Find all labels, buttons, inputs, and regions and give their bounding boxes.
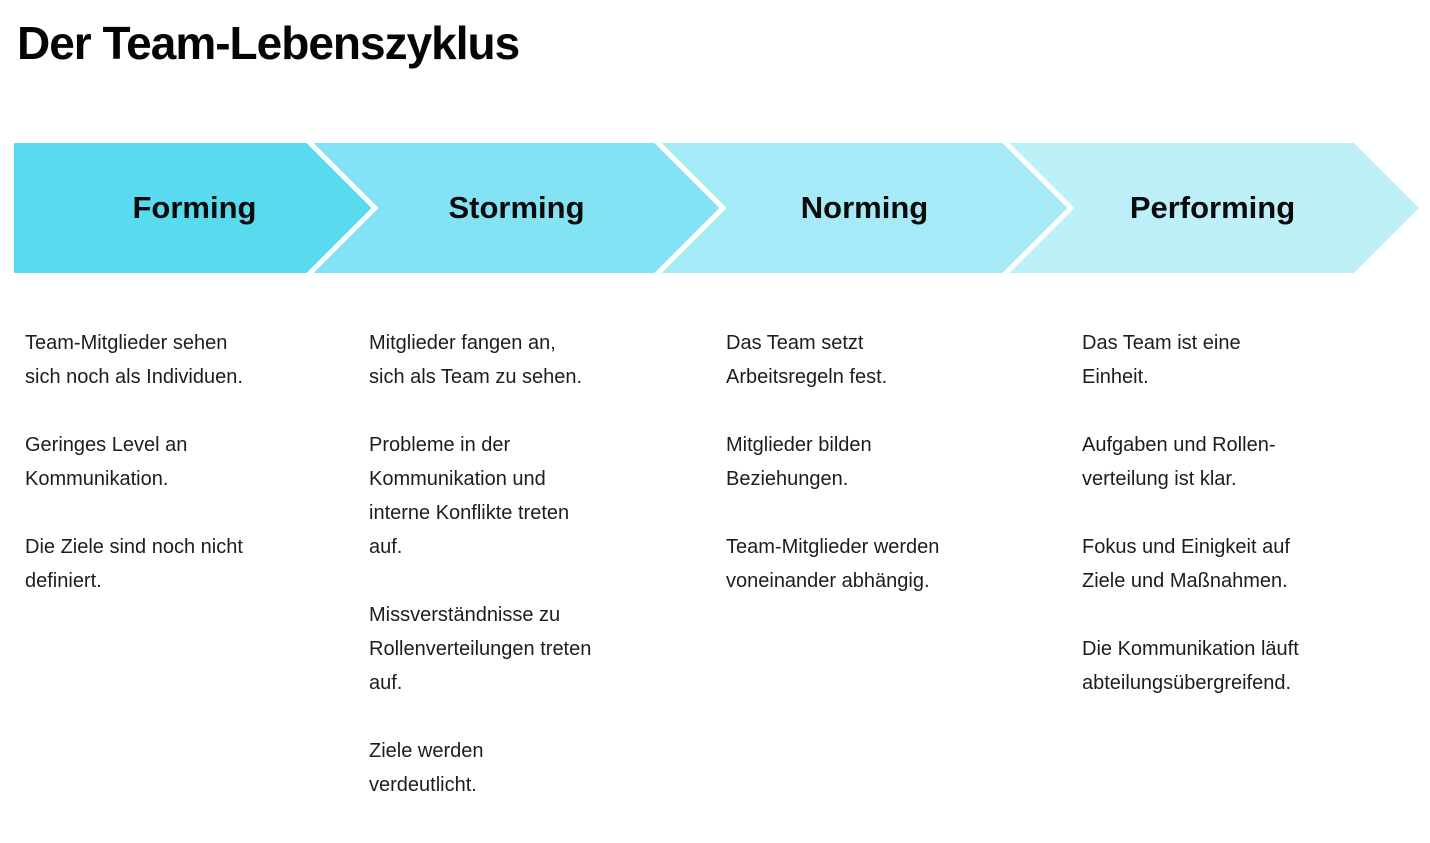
chevron-separator-1 (306, 143, 379, 273)
description-paragraph: Das Team ist eine Einheit. (1082, 332, 1241, 388)
phase-arrow-norming (658, 143, 1071, 273)
phase-description-forming: Team-Mitglieder sehen sich noch als Indi… (25, 326, 360, 632)
phase-description-storming: Mitglieder fangen an, sich als Team zu s… (369, 326, 704, 836)
phase-arrow-performing (1006, 143, 1419, 273)
phase-description-performing: Das Team ist eine Einheit. Aufgaben und … (1082, 326, 1417, 734)
description-paragraph: Das Team setzt Arbeitsregeln fest. (726, 332, 888, 388)
chevron-separator-2 (654, 143, 727, 273)
phase-arrow-storming (310, 143, 723, 273)
description-paragraph: Fokus und Einigkeit auf Ziele und Maßnah… (1082, 536, 1290, 592)
process-arrow-banner (14, 143, 1419, 273)
description-paragraph: Mitglieder bilden Beziehungen. (726, 434, 872, 490)
description-paragraph: Geringes Level an Kommunikation. (25, 434, 188, 490)
description-paragraph: Die Kommunikation läuft abteilungsübergr… (1082, 638, 1299, 694)
description-paragraph: Probleme in der Kommunikation und intern… (369, 434, 570, 558)
phase-arrow-forming (14, 143, 375, 273)
description-paragraph: Die Ziele sind noch nicht definiert. (25, 536, 243, 592)
description-paragraph: Aufgaben und Rollen- verteilung ist klar… (1082, 434, 1276, 490)
description-paragraph: Team-Mitglieder sehen sich noch als Indi… (25, 332, 243, 388)
description-paragraph: Missverständnisse zu Rollenverteilungen … (369, 604, 592, 694)
chevron-separator-3 (1002, 143, 1075, 273)
page-title: Der Team-Lebenszyklus (17, 17, 520, 69)
description-paragraph: Team-Mitglieder werden voneinander abhän… (726, 536, 940, 592)
description-paragraph: Ziele werden verdeutlicht. (369, 740, 484, 796)
description-paragraph: Mitglieder fangen an, sich als Team zu s… (369, 332, 583, 388)
phase-description-norming: Das Team setzt Arbeitsregeln fest. Mitgl… (726, 326, 1061, 632)
